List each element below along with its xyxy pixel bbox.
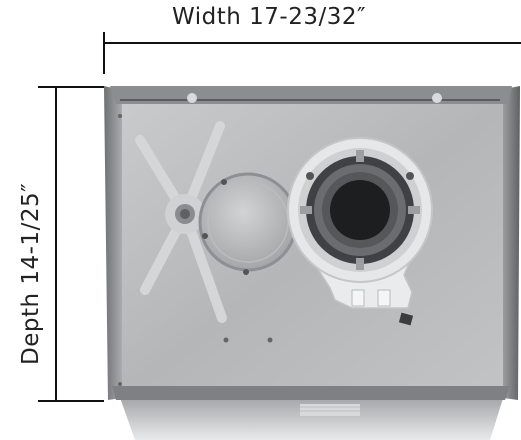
top-rail — [110, 86, 512, 104]
small-clip — [398, 312, 414, 326]
vent-collar — [287, 137, 433, 309]
width-dimension-line — [103, 42, 521, 44]
right-frame — [499, 86, 520, 400]
depth-dimension-tick-bottom — [38, 400, 104, 402]
bottom-rail — [112, 386, 510, 400]
width-dimension-tick-left — [103, 32, 105, 74]
cross-bracket — [135, 121, 227, 323]
bottom-housing — [118, 392, 505, 440]
width-label: Width 17-23/32″ — [172, 4, 367, 30]
depth-dimension-line — [55, 86, 57, 402]
left-frame — [104, 86, 122, 400]
depth-dimension-tick-top — [38, 86, 104, 88]
